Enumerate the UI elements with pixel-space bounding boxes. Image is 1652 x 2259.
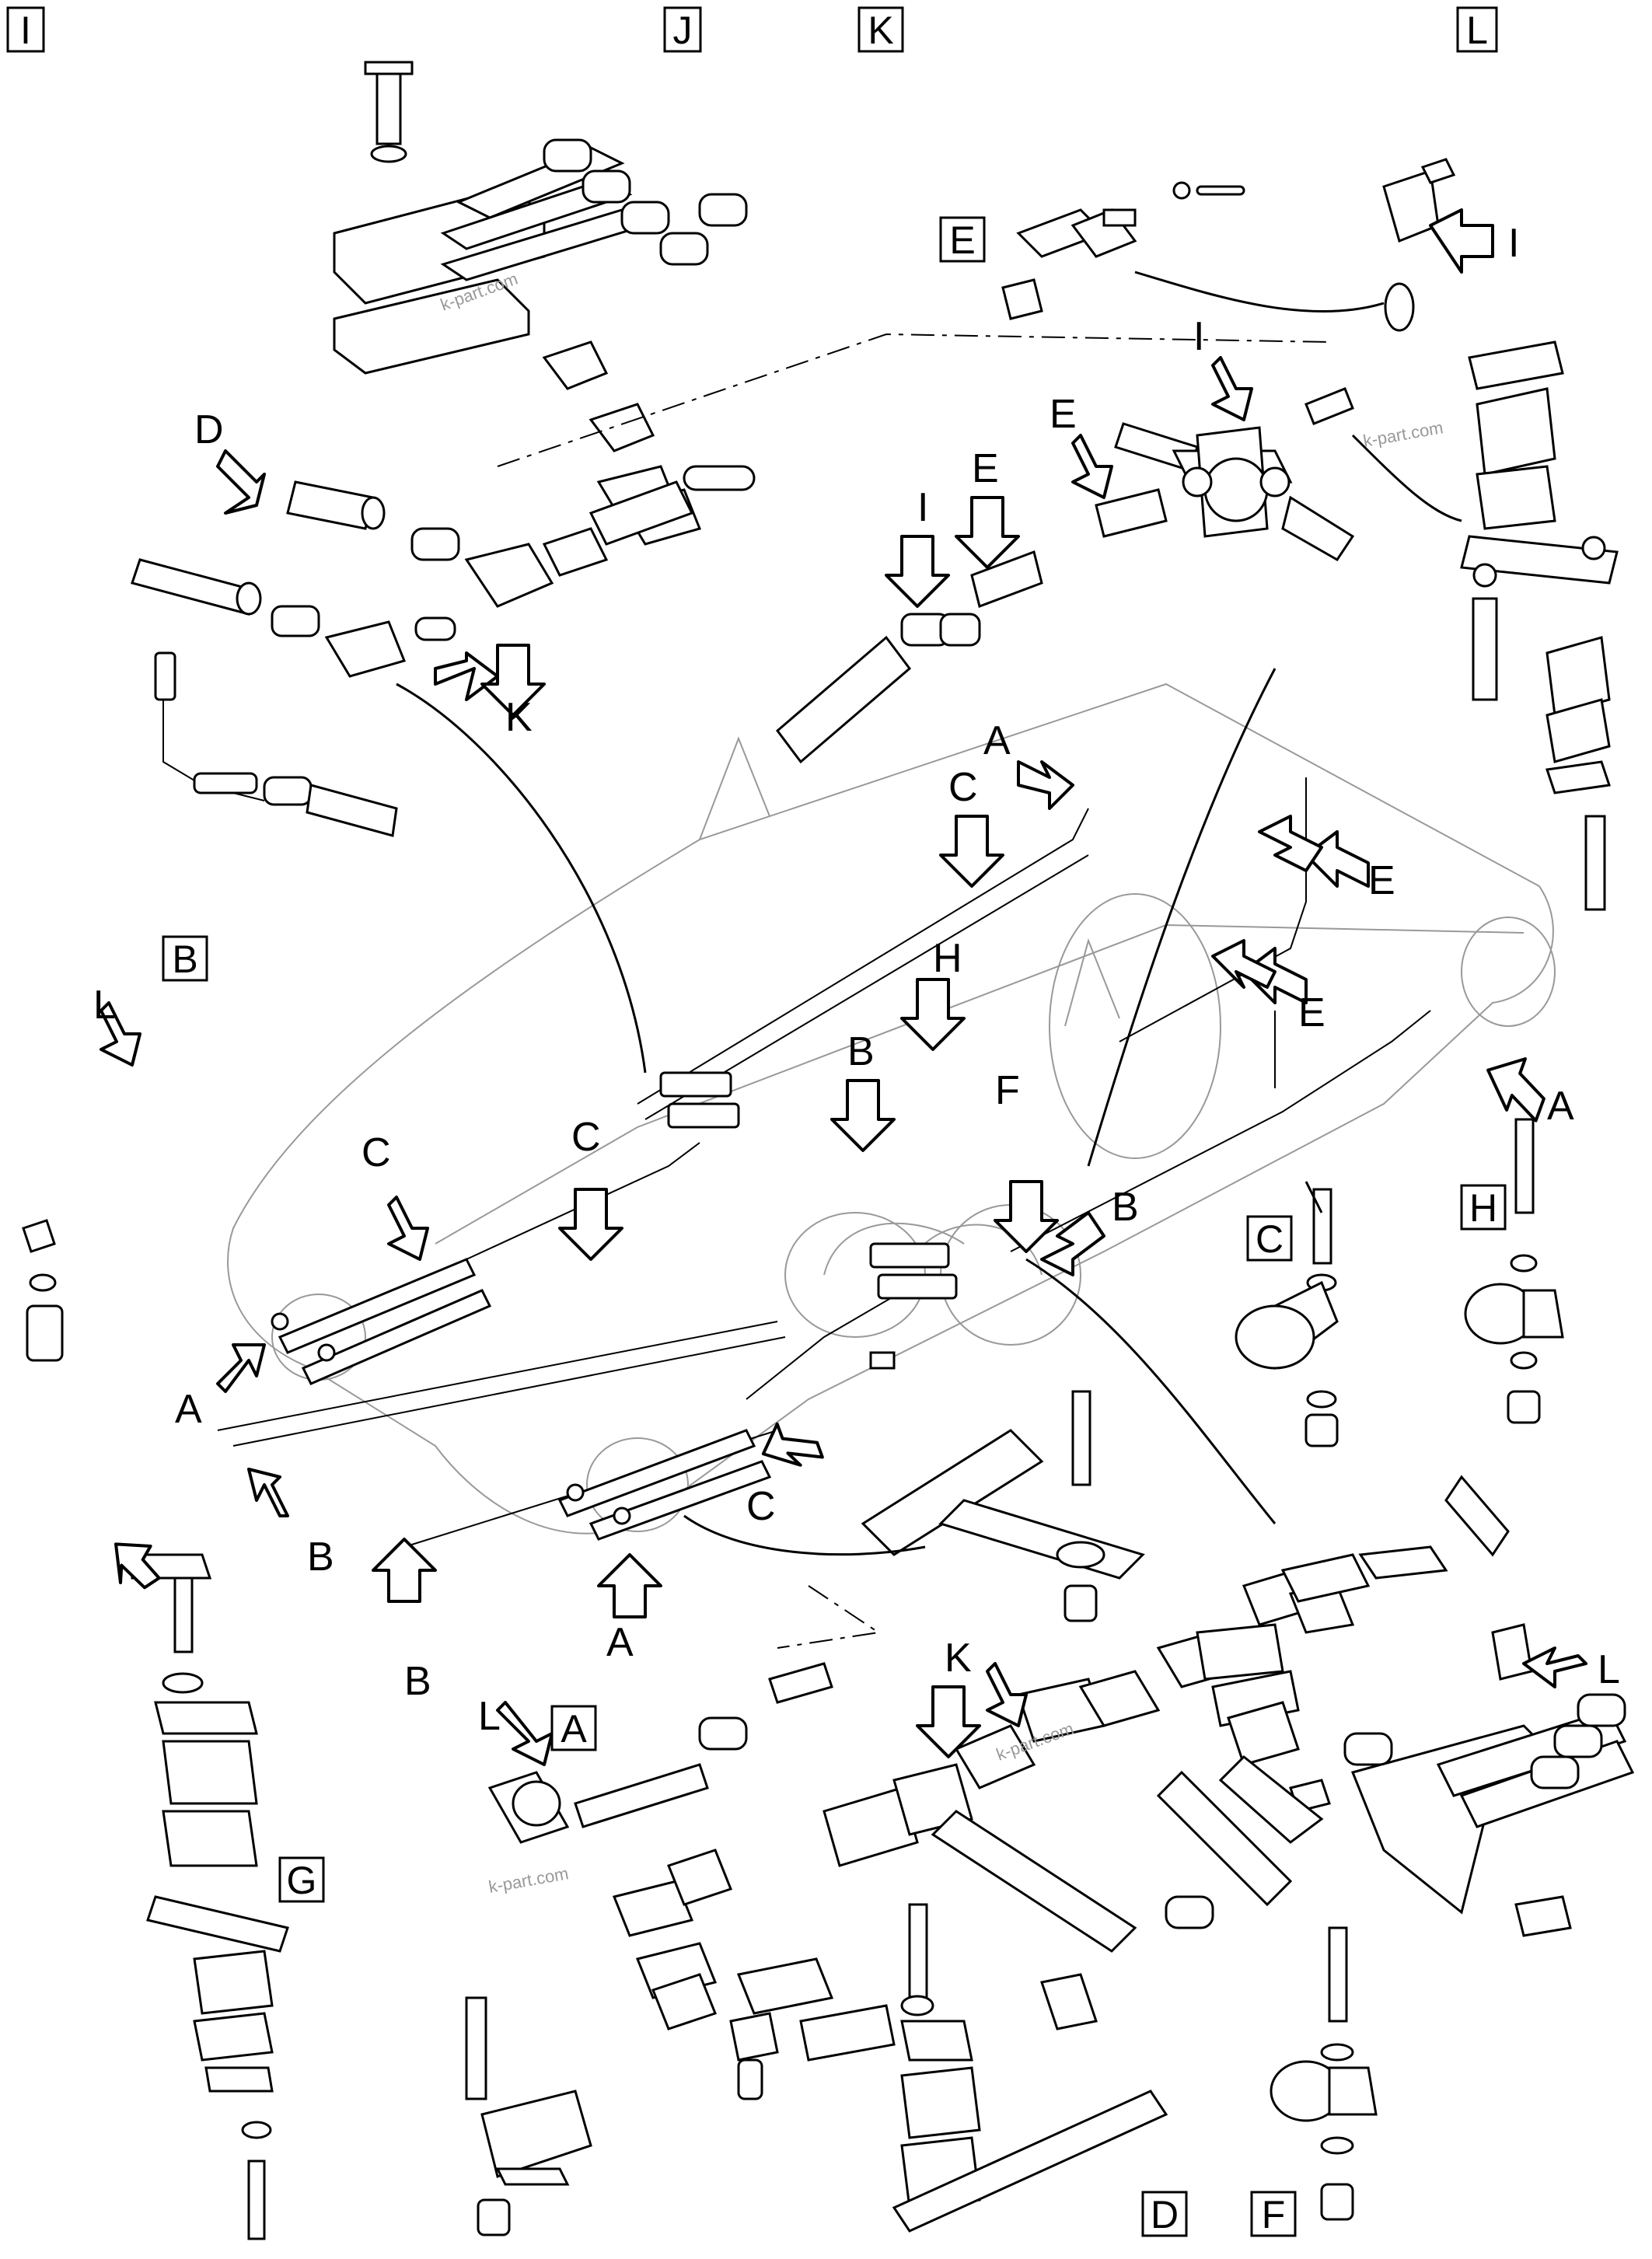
svg-text:D: D — [1151, 2193, 1179, 2236]
bottom-fitting-chain — [465, 1553, 1393, 2236]
box-label-I: I — [6, 6, 45, 53]
svg-text:J: J — [673, 9, 693, 52]
boom-pins — [271, 1258, 772, 1541]
callout-E-right2: E — [1298, 990, 1325, 1035]
svg-text:H: H — [1469, 1186, 1497, 1230]
clamp-hardware-C — [1235, 1188, 1339, 1447]
box-label-D: D — [1141, 2191, 1188, 2237]
svg-text:F: F — [1262, 2193, 1286, 2236]
svg-text:G: G — [287, 1859, 317, 1902]
box-label-H: H — [1460, 1184, 1507, 1231]
callout-A-right: A — [1547, 1084, 1574, 1129]
svg-text:B: B — [172, 937, 197, 981]
callout-B-left1: B — [307, 1535, 334, 1580]
box-label-B: B — [162, 935, 208, 982]
box-label-C: C — [1246, 1215, 1293, 1262]
callout-K-left: L — [93, 983, 116, 1028]
callout-K-bottom: L — [478, 1694, 501, 1739]
svg-text:k-part.com: k-part.com — [1362, 417, 1445, 451]
upper-cross-fittings — [775, 158, 1456, 764]
box-label-F: F — [1250, 2191, 1297, 2237]
boxed-labels: I J K L E B C H — [6, 6, 1507, 2237]
callout-B-mid: B — [847, 1029, 875, 1074]
callout-letters: D K L I E E I I A C E E H B F B A C C A … — [93, 221, 1620, 1739]
callout-C-bottom: C — [746, 1484, 776, 1529]
svg-text:k-part.com: k-part.com — [487, 1863, 571, 1897]
lube-lines — [217, 777, 1431, 1548]
callout-D-top: D — [194, 407, 224, 452]
callout-I-mid: I — [917, 485, 928, 530]
callout-arrows — [100, 208, 1587, 1766]
callout-A-left: A — [175, 1387, 202, 1432]
clamp-hardware-H — [1464, 1118, 1564, 1424]
callout-B-left2: B — [404, 1659, 431, 1704]
box-label-L: L — [1456, 6, 1498, 53]
callout-F-mid: F — [995, 1068, 1020, 1113]
box-label-G: G — [278, 1856, 325, 1903]
clamp-hardware-D — [892, 1903, 1168, 2233]
callout-H-mid: H — [933, 936, 962, 981]
callout-C-left1: C — [361, 1130, 391, 1175]
svg-text:A: A — [561, 1707, 587, 1751]
center-pin-assembly — [861, 1390, 1145, 1622]
callout-J-top: K — [505, 695, 533, 740]
svg-text:L: L — [1466, 9, 1488, 52]
callout-E-right1: E — [1368, 858, 1395, 903]
callout-I-upper: I — [1193, 314, 1204, 359]
routing-curves — [396, 271, 1462, 1649]
box-label-A: A — [550, 1705, 597, 1751]
callout-E-upper: E — [1050, 392, 1077, 437]
svg-text:E: E — [949, 218, 975, 262]
callout-A-mid: A — [983, 718, 1011, 763]
callout-C-left2: C — [571, 1115, 601, 1160]
callout-A-bottom: A — [606, 1620, 634, 1665]
callout-I-right: I — [1508, 221, 1519, 266]
top-distributor-block — [333, 61, 756, 546]
callout-C-mid: C — [948, 765, 978, 810]
callout-J-bottom: K — [945, 1636, 972, 1681]
box-label-E: E — [939, 216, 986, 263]
left-hose-assembly — [131, 480, 694, 837]
svg-text:I: I — [20, 9, 31, 52]
callout-B-right: B — [1112, 1185, 1139, 1230]
box-label-J: J — [663, 6, 702, 53]
boom-manifolds — [659, 1071, 958, 1370]
box-label-K: K — [857, 6, 904, 53]
callout-E-mid: E — [972, 446, 999, 491]
boom-outline — [227, 683, 1556, 1535]
bottom-distributor-block — [1270, 1475, 1635, 2221]
left-standalone-parts — [22, 1219, 289, 2240]
svg-text:C: C — [1256, 1217, 1284, 1261]
right-clamp-stack — [1460, 340, 1619, 911]
svg-text:K: K — [868, 9, 893, 52]
callout-L-right: L — [1598, 1647, 1620, 1692]
